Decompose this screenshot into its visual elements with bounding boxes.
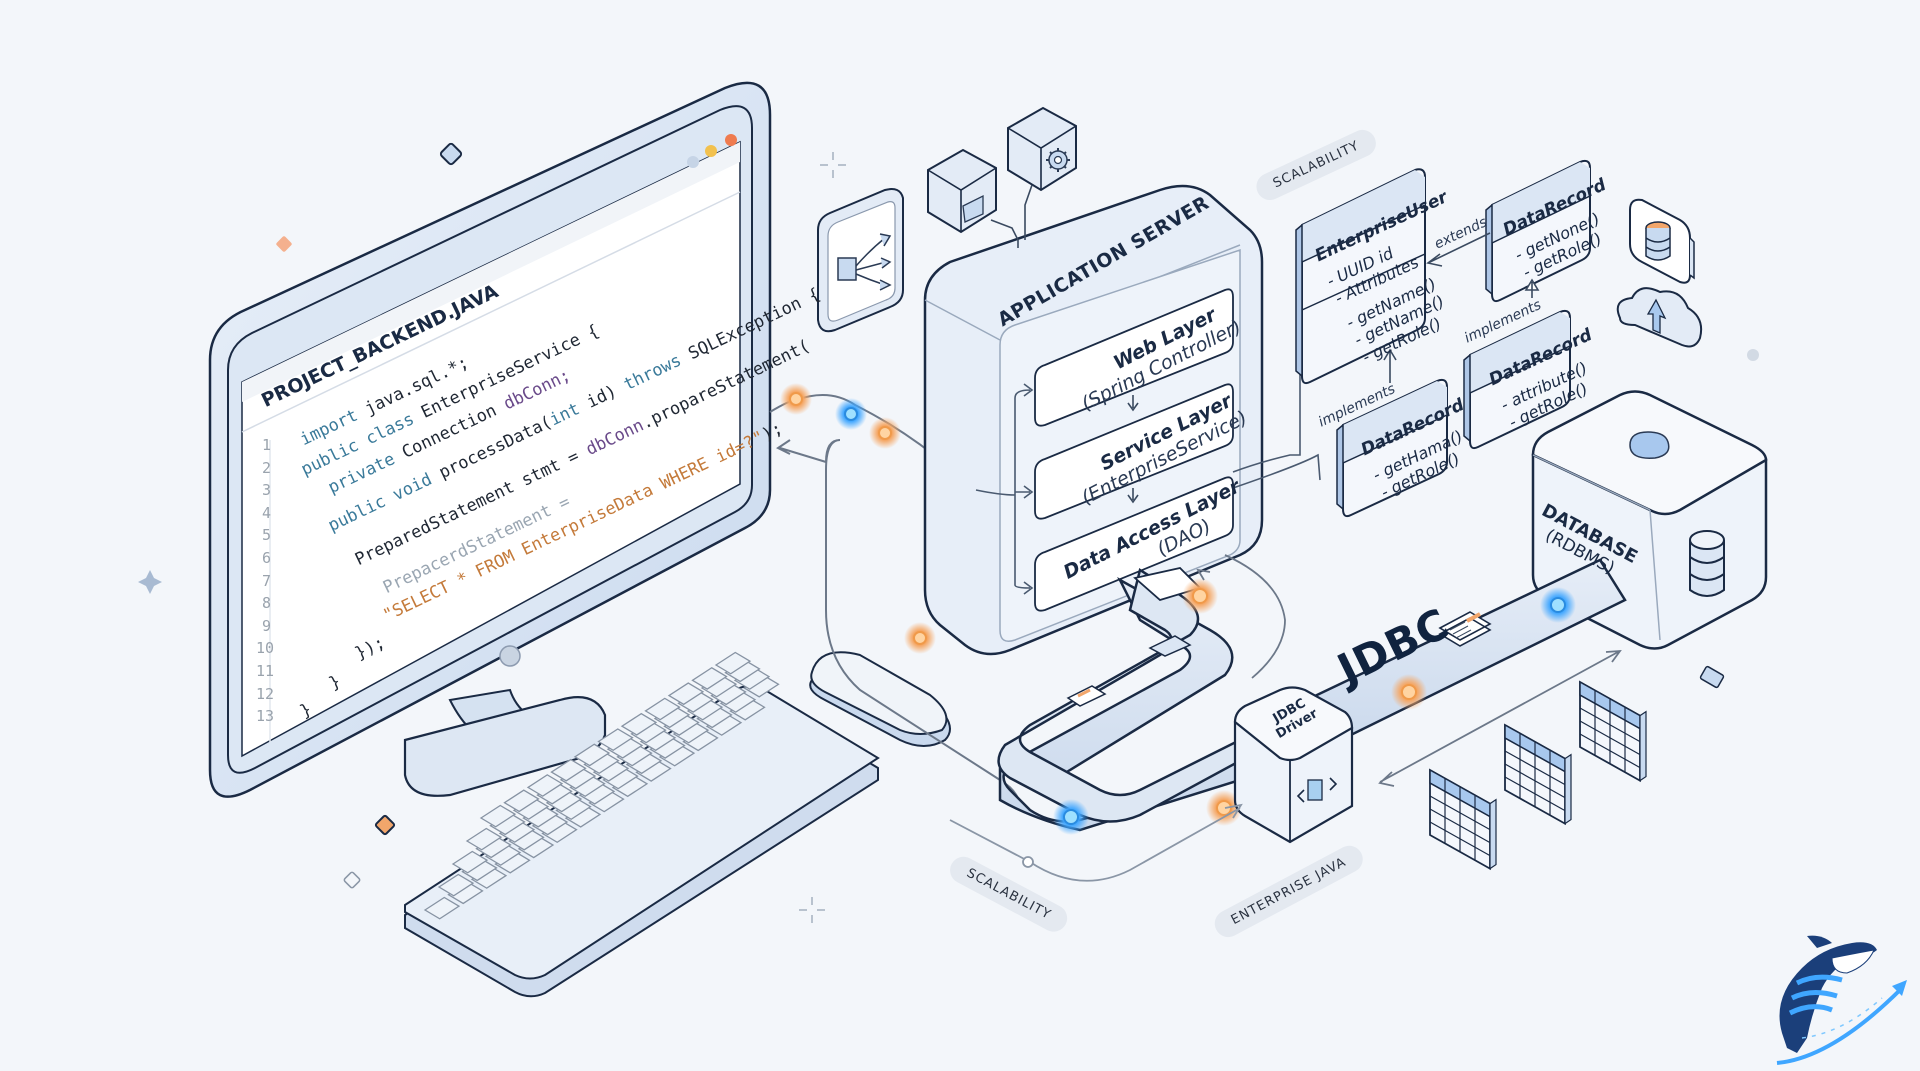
document-icon bbox=[1066, 685, 1107, 707]
table-icon bbox=[1429, 768, 1497, 871]
uml-enterprise-user[interactable] bbox=[1295, 168, 1426, 385]
deco-crosshair bbox=[799, 152, 846, 923]
keyboard-key[interactable] bbox=[550, 758, 587, 782]
layer-box-web[interactable] bbox=[1034, 288, 1234, 427]
uml-relations bbox=[1383, 232, 1540, 383]
line-number: 2 bbox=[262, 458, 272, 477]
table-icon bbox=[1579, 680, 1647, 783]
uml-data-record-top[interactable] bbox=[1485, 159, 1591, 303]
keyboard-key[interactable] bbox=[644, 697, 681, 721]
decorations bbox=[138, 142, 1759, 923]
line-number: 13 bbox=[256, 707, 275, 726]
jdbc-flow-dots bbox=[1053, 578, 1576, 835]
keyboard-key[interactable] bbox=[597, 728, 634, 752]
keyboard-key[interactable] bbox=[620, 712, 658, 736]
envelope-icon bbox=[1148, 635, 1192, 657]
deco-diamond bbox=[276, 236, 292, 252]
bottom-flow bbox=[949, 803, 1243, 882]
deco-dot bbox=[1747, 349, 1759, 361]
line-number: 6 bbox=[262, 549, 272, 567]
db-tables bbox=[1429, 680, 1647, 871]
keyboard-key[interactable] bbox=[479, 804, 517, 828]
share-flow-icon bbox=[817, 188, 904, 333]
keyboard-key[interactable] bbox=[691, 666, 728, 690]
keyboard-key[interactable] bbox=[465, 827, 503, 851]
layer-box-dao[interactable] bbox=[1034, 476, 1234, 612]
table-icon bbox=[1504, 723, 1572, 826]
keyboard-key[interactable] bbox=[437, 873, 475, 897]
jdbc-driver[interactable] bbox=[1233, 686, 1354, 844]
deco-diamond bbox=[343, 871, 361, 889]
flow-dots bbox=[780, 383, 936, 654]
keyboard-key[interactable] bbox=[526, 774, 564, 797]
keyboard-key[interactable] bbox=[573, 743, 611, 767]
keyboard-key[interactable] bbox=[667, 682, 705, 706]
keyboard[interactable] bbox=[404, 651, 880, 998]
uml-data-record-low[interactable] bbox=[1336, 378, 1448, 518]
line-number: 7 bbox=[262, 571, 272, 590]
cloud-upload-icon bbox=[1616, 287, 1703, 348]
application-server bbox=[923, 184, 1321, 656]
layer-box-service[interactable] bbox=[1034, 383, 1234, 520]
line-number: 11 bbox=[256, 662, 275, 680]
deco-diamond bbox=[439, 142, 463, 166]
line-number: 10 bbox=[256, 639, 275, 658]
line-number: 4 bbox=[262, 503, 272, 522]
window-dot-1 bbox=[687, 156, 699, 168]
gear-icon bbox=[1007, 106, 1077, 240]
line-number: 5 bbox=[262, 526, 272, 545]
whale-logo-icon bbox=[1776, 935, 1907, 1065]
keyboard-key[interactable] bbox=[503, 789, 540, 813]
line-number: 1 bbox=[262, 436, 272, 454]
line-number: 8 bbox=[262, 594, 272, 613]
deco-diamond bbox=[374, 814, 396, 836]
chip-icon bbox=[1296, 777, 1338, 803]
module-icon bbox=[927, 148, 1019, 248]
keyboard-key[interactable] bbox=[451, 850, 489, 874]
window-dot-3 bbox=[725, 134, 737, 146]
monitor bbox=[208, 81, 772, 798]
line-number: 9 bbox=[262, 616, 272, 635]
uml-data-record-mid[interactable] bbox=[1463, 309, 1571, 450]
line-number: 12 bbox=[256, 684, 275, 703]
monitor-stand bbox=[403, 688, 607, 797]
window-dot-2 bbox=[705, 145, 717, 157]
database-icon bbox=[1629, 198, 1695, 284]
db-arrows bbox=[1196, 554, 1622, 787]
line-number: 3 bbox=[262, 481, 272, 500]
window-controls bbox=[687, 134, 737, 168]
jdbc-pipeline bbox=[997, 558, 1627, 832]
webcam bbox=[499, 645, 521, 667]
deco-diamond bbox=[1699, 665, 1725, 689]
keyboard-key[interactable] bbox=[714, 651, 752, 675]
document-stack-icon bbox=[1438, 611, 1492, 647]
keyboard-key[interactable] bbox=[423, 896, 461, 920]
deco-sparkle bbox=[138, 570, 162, 594]
